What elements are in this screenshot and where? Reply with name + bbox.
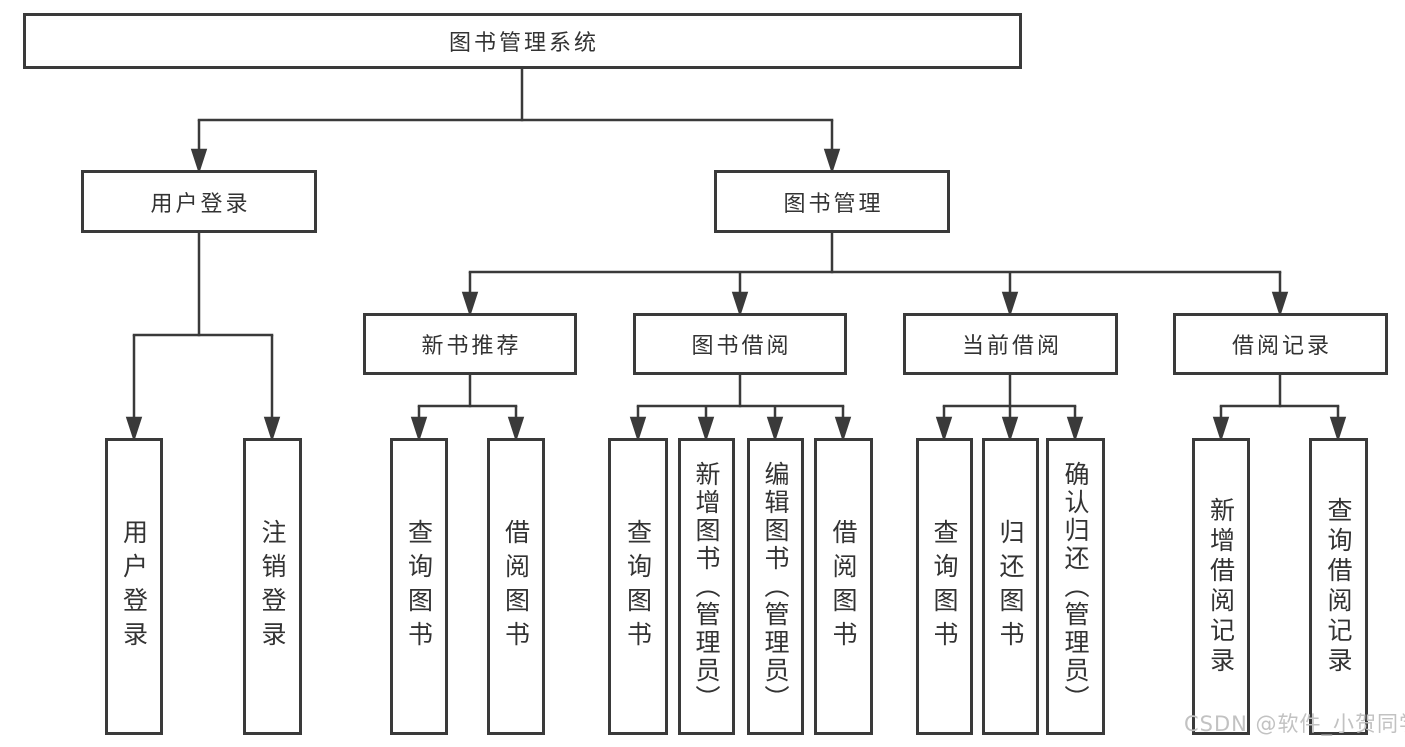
node-label: 查询图书 (404, 518, 434, 655)
node-label: 确认归还（管理员） (1061, 460, 1090, 713)
node-label: 图书管理 (783, 191, 884, 217)
node-label: 用户登录 (119, 518, 149, 655)
connector-group-user-login (125, 233, 281, 443)
node-book-borrowing: 图书借阅 (633, 313, 847, 375)
leaf-add-borrow-record: 新增借阅记录 (1192, 438, 1250, 735)
leaf-query-books-recommend: 查询图书 (390, 438, 448, 735)
csdn-watermark: CSDN @软件_小贺同学 (1184, 712, 1405, 736)
node-label: 新书推荐 (421, 334, 522, 359)
node-label: 查询图书 (930, 518, 959, 655)
node-library-management-system: 图书管理系统 (23, 13, 1022, 69)
connector-group-root (190, 69, 841, 175)
leaf-return-books: 归还图书 (982, 438, 1039, 735)
connector-group-current-borrowing (935, 375, 1084, 443)
leaf-query-books-current: 查询图书 (916, 438, 973, 735)
leaf-user-login: 用户登录 (105, 438, 163, 735)
leaf-edit-books-admin: 编辑图书（管理员） (747, 438, 804, 735)
leaf-add-books-admin: 新增图书（管理员） (678, 438, 735, 735)
node-label: 新增借阅记录 (1206, 496, 1236, 677)
node-label: 用户登录 (150, 191, 251, 217)
node-label: 借阅图书 (829, 518, 858, 655)
node-book-management: 图书管理 (714, 170, 950, 233)
leaf-confirm-return-admin: 确认归还（管理员） (1046, 438, 1105, 735)
node-label: 查询借阅记录 (1324, 496, 1353, 677)
node-label: 归还图书 (996, 518, 1025, 655)
node-label: 图书借阅 (691, 334, 792, 359)
node-user-login: 用户登录 (81, 170, 317, 233)
node-label: 查询图书 (623, 518, 653, 655)
node-label: 当前借阅 (961, 334, 1062, 359)
node-new-book-recommend: 新书推荐 (363, 313, 577, 375)
node-current-borrowing: 当前借阅 (903, 313, 1118, 375)
connector-group-new-book-recommend (410, 375, 525, 443)
node-label: 图书管理系统 (448, 31, 599, 56)
leaf-borrow-books-borrowing: 借阅图书 (814, 438, 873, 735)
node-label: 借阅记录 (1231, 334, 1332, 359)
leaf-logout-login: 注销登录 (243, 438, 302, 735)
node-label: 新增图书（管理员） (692, 460, 721, 713)
node-borrowing-records: 借阅记录 (1173, 313, 1388, 375)
connector-group-borrowing-records (1212, 375, 1347, 443)
node-label: 借阅图书 (501, 518, 531, 655)
node-label: 编辑图书（管理员） (761, 460, 790, 713)
leaf-query-books-borrowing: 查询图书 (608, 438, 668, 735)
leaf-borrow-books-recommend: 借阅图书 (487, 438, 545, 735)
leaf-query-borrow-record: 查询借阅记录 (1309, 438, 1368, 735)
node-label: 注销登录 (258, 518, 287, 655)
connector-group-book-management (461, 233, 1289, 318)
connector-group-book-borrowing (629, 375, 852, 443)
